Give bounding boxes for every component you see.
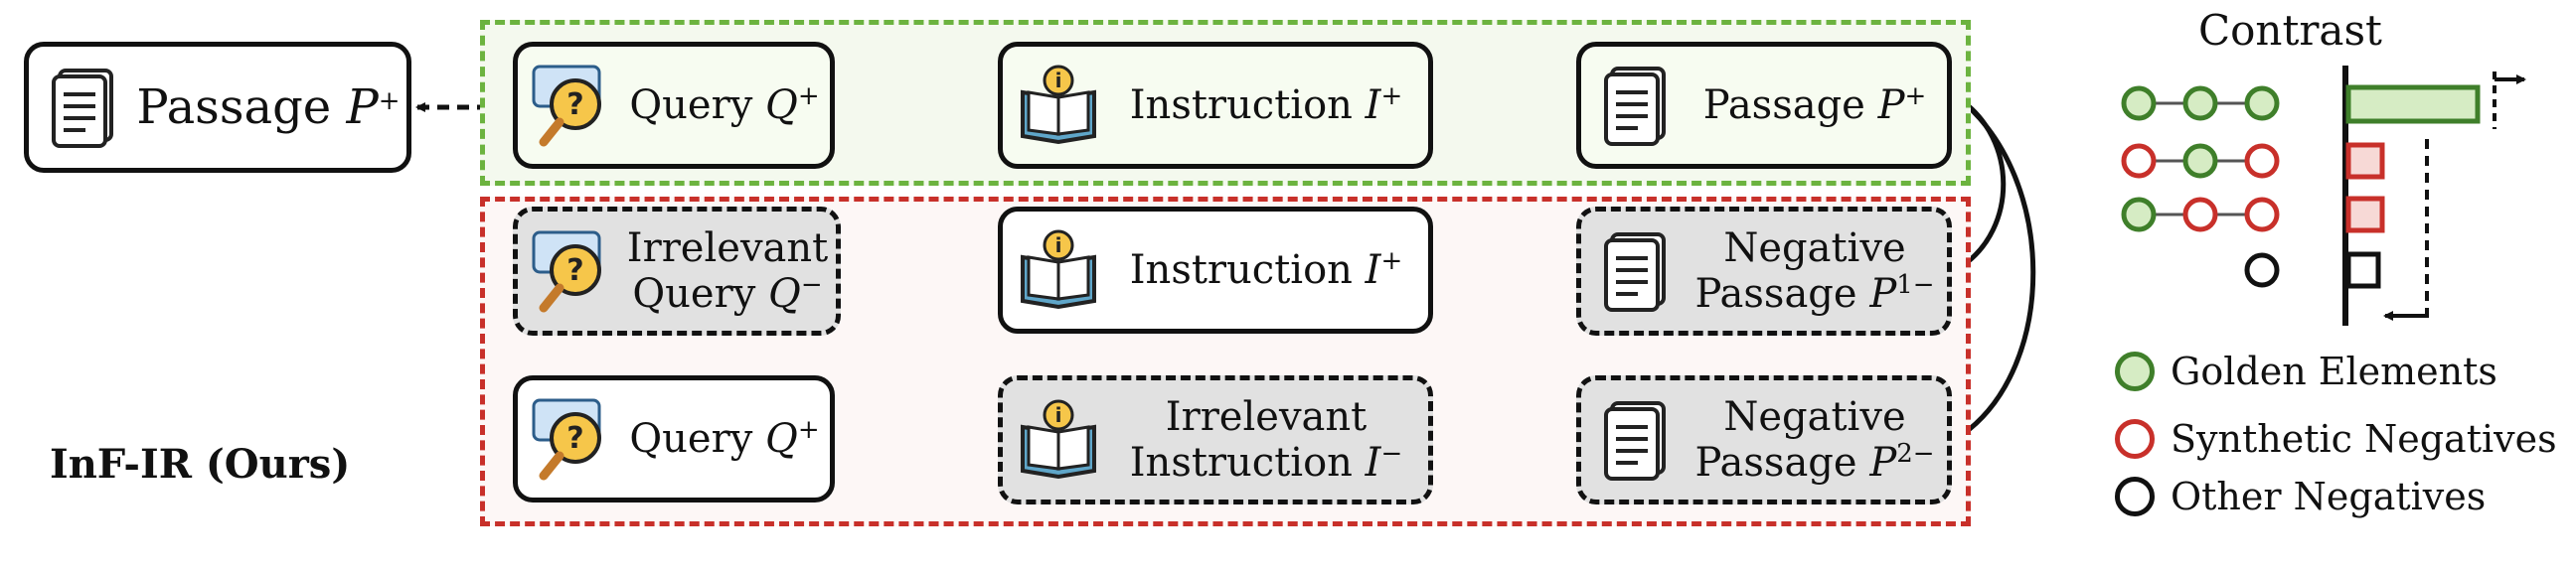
legend-other-marker xyxy=(2115,477,2155,516)
left-passage-label: Passage P+ xyxy=(136,79,401,135)
row2-instruction-box: i Instruction I+ xyxy=(998,207,1433,334)
golden-node xyxy=(2182,143,2218,179)
document-icon xyxy=(41,63,130,152)
row2-instruction-label: Instruction I+ xyxy=(1129,246,1403,293)
other-node xyxy=(2244,252,2280,288)
svg-text:?: ? xyxy=(566,421,583,456)
legend-item-synthetic: Synthetic Negatives xyxy=(2115,417,2557,461)
synthetic-score-bar xyxy=(2345,142,2385,180)
method-title: InF-IR (Ours) xyxy=(50,441,351,488)
synthetic-node xyxy=(2121,143,2157,179)
document-icon xyxy=(1593,61,1683,150)
row1-passage-box: Passage P+ xyxy=(1576,42,1952,169)
svg-text:i: i xyxy=(1055,233,1062,257)
synthetic-score-bar xyxy=(2345,196,2385,233)
left-passage-box: Passage P+ xyxy=(24,42,411,173)
row3-query-label: Query Q+ xyxy=(629,415,820,462)
legend-item-other: Other Negatives xyxy=(2115,475,2486,518)
magnifier-question-icon: ? xyxy=(530,226,619,316)
info-book-icon: i xyxy=(1015,225,1104,315)
row1-query-box: ? Query Q+ xyxy=(513,42,835,169)
legend-item-golden: Golden Elements xyxy=(2115,350,2497,393)
legend-other-label: Other Negatives xyxy=(2171,475,2487,518)
synthetic-node xyxy=(2182,197,2218,232)
svg-text:?: ? xyxy=(566,87,583,122)
contrast-title: Contrast xyxy=(2198,6,2382,55)
legend-golden-label: Golden Elements xyxy=(2171,350,2497,393)
contrast-curve-arrow xyxy=(1958,97,2036,438)
row3-query-box: ? Query Q+ xyxy=(513,375,835,502)
golden-node xyxy=(2121,197,2157,232)
row1-instruction-box: i Instruction I+ xyxy=(998,42,1433,169)
legend-golden-marker xyxy=(2115,352,2155,391)
golden-score-bar xyxy=(2345,84,2481,124)
synthetic-node xyxy=(2244,197,2280,232)
synthetic-node xyxy=(2244,143,2280,179)
document-icon xyxy=(1593,226,1683,316)
svg-text:?: ? xyxy=(566,253,583,288)
legend-synthetic-marker xyxy=(2115,419,2155,459)
row1-query-label: Query Q+ xyxy=(629,81,820,128)
golden-node xyxy=(2182,85,2218,121)
magnifier-question-icon: ? xyxy=(530,61,619,150)
golden-node xyxy=(2121,85,2157,121)
other-score-bar xyxy=(2345,251,2381,289)
row1-instruction-label: Instruction I+ xyxy=(1129,81,1403,128)
golden-node xyxy=(2244,85,2280,121)
info-book-icon: i xyxy=(1015,395,1104,485)
document-icon xyxy=(1593,395,1683,485)
svg-text:i: i xyxy=(1055,69,1062,92)
magnifier-question-icon: ? xyxy=(530,394,619,484)
svg-text:i: i xyxy=(1055,403,1062,427)
legend-synthetic-label: Synthetic Negatives xyxy=(2171,417,2557,461)
row1-passage-label: Passage P+ xyxy=(1702,81,1927,128)
info-book-icon: i xyxy=(1015,61,1104,150)
